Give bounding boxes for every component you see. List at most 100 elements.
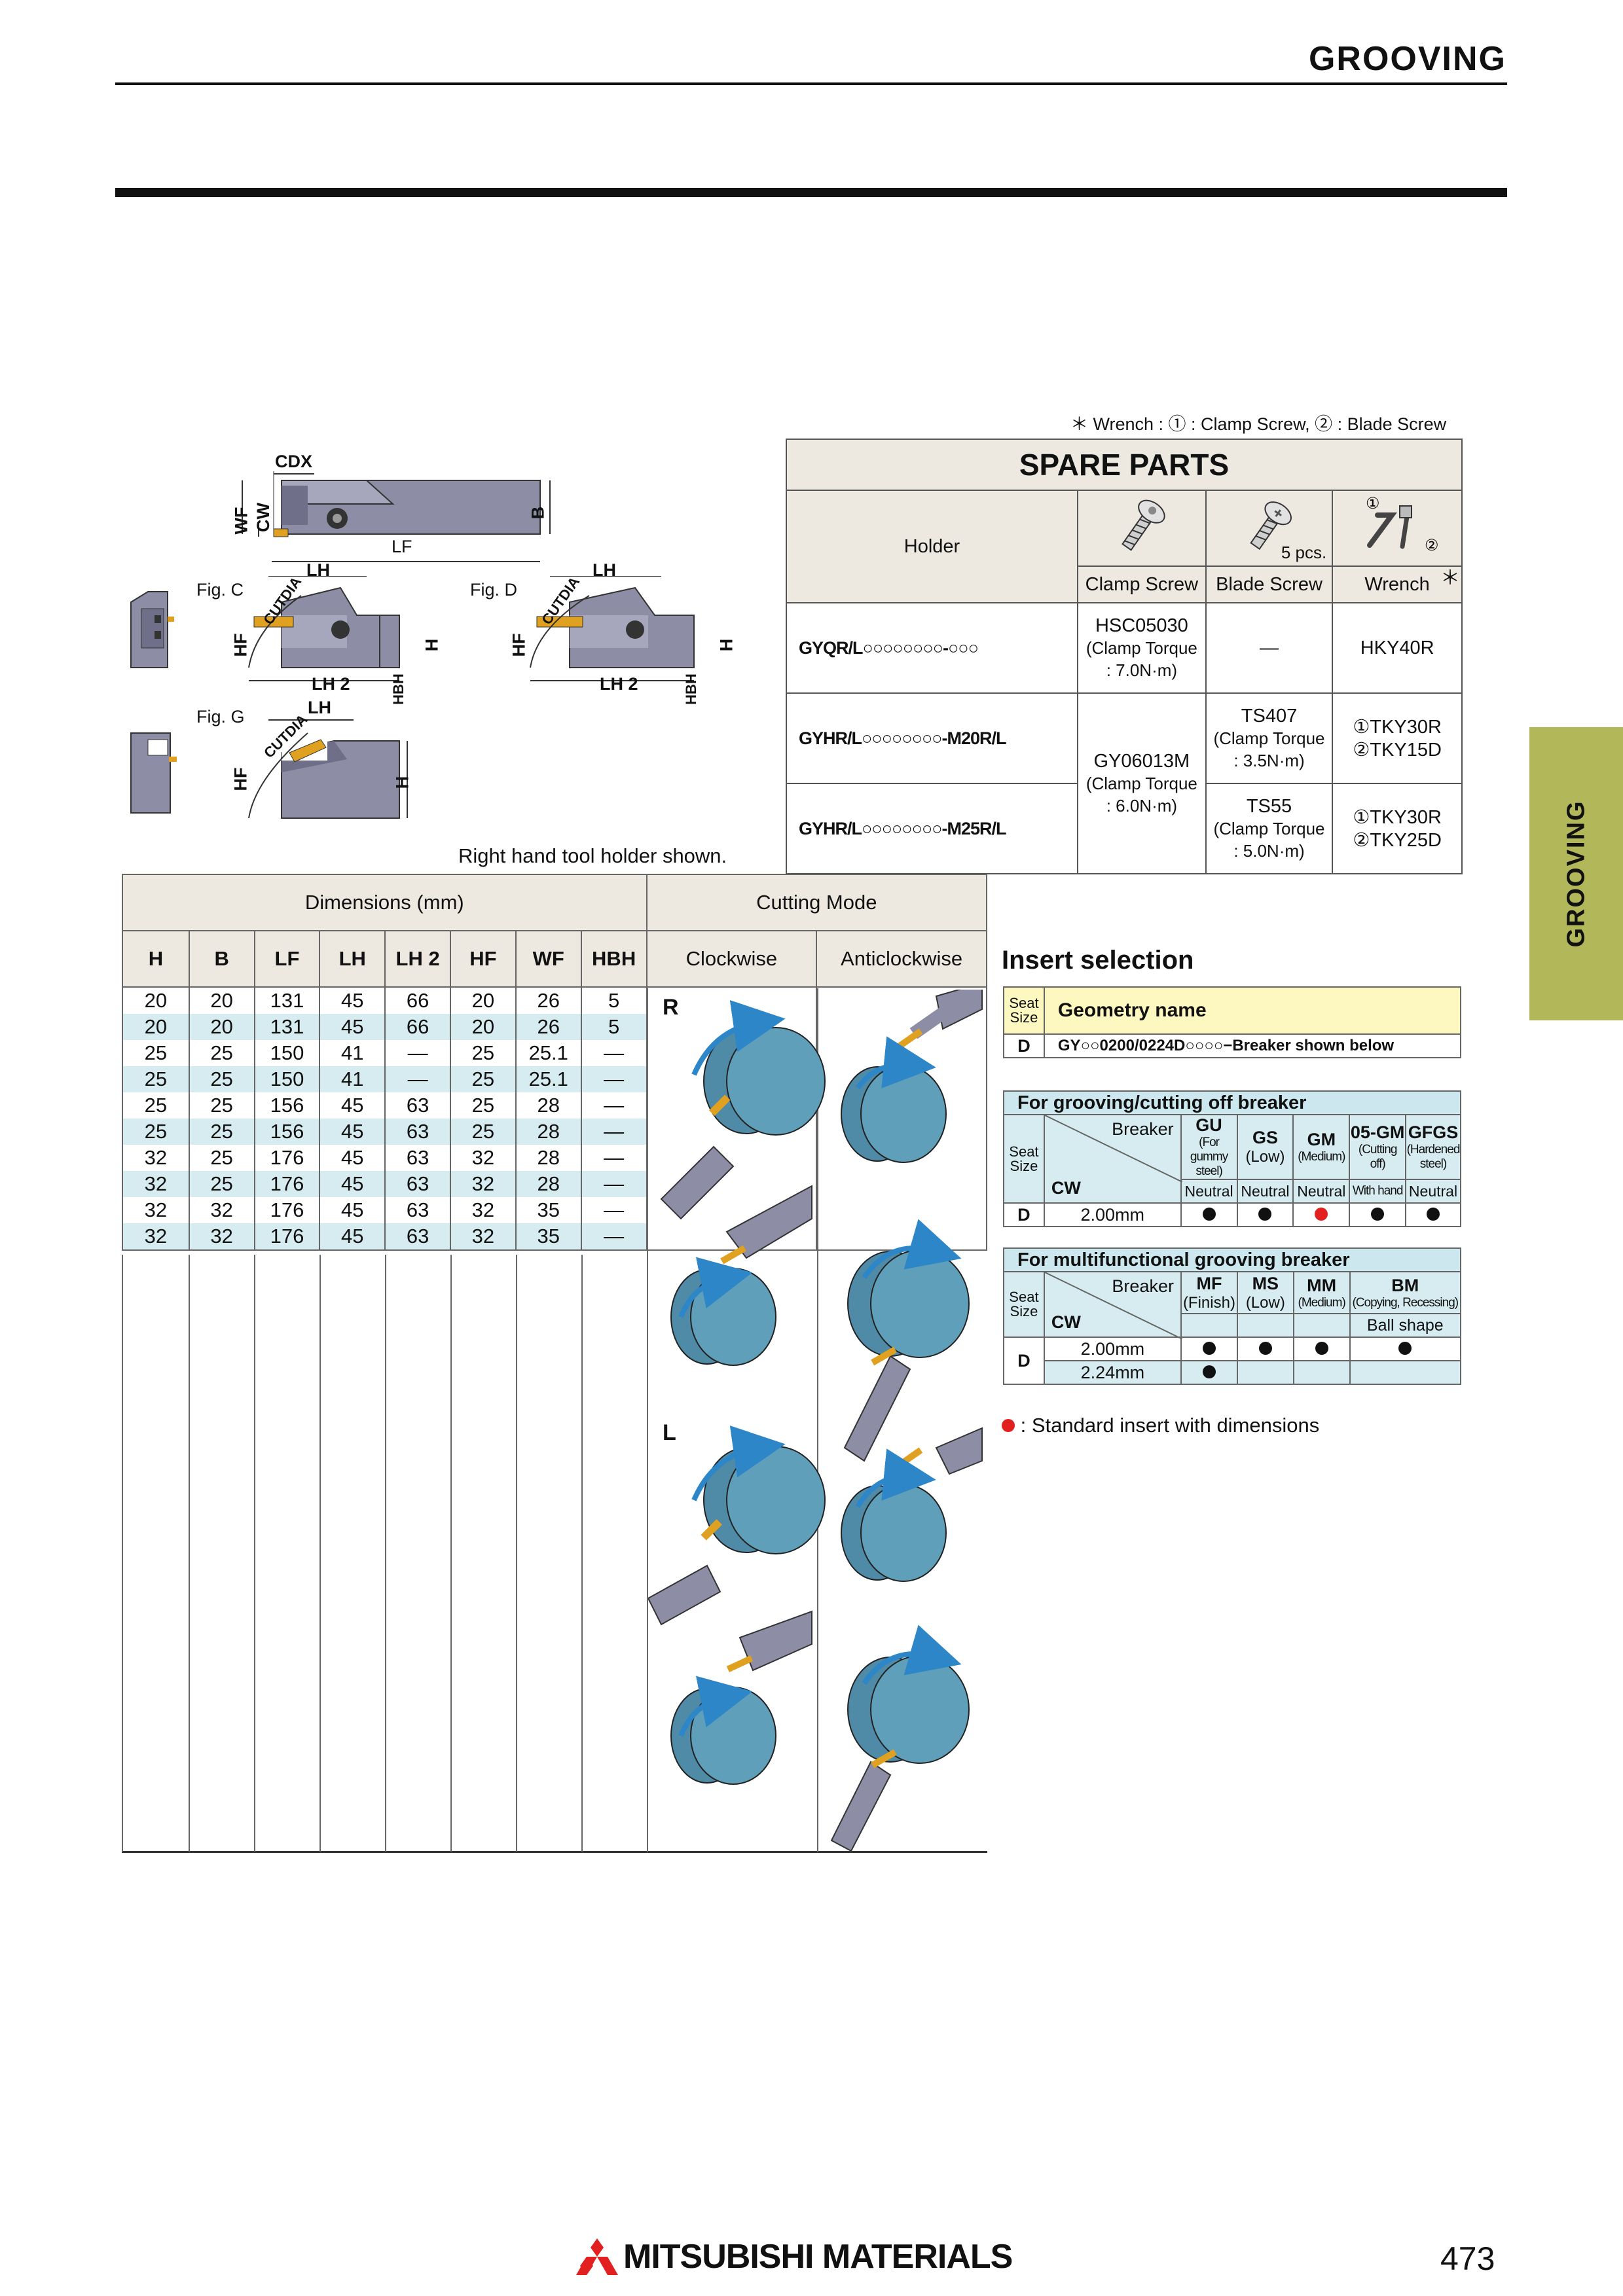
grooving-breaker-table: For grooving/cutting off breaker Seat Si… [1003, 1090, 1461, 1227]
cell-hf: 32 [450, 1171, 517, 1197]
dimensions-group-header: Dimensions (mm) [122, 874, 647, 931]
cell-wf: 26 [515, 1014, 582, 1040]
clamp-part-number: HSC05030 [1095, 615, 1188, 636]
fig-c-hbh-label: HBH [390, 673, 407, 705]
blade-screw-row-2: TS407 (Clamp Torque : 3.5N·m) [1205, 692, 1334, 784]
available-dot [1202, 1365, 1216, 1378]
cw-label: CW [1051, 1312, 1081, 1332]
wrench-note: ＊ Wrench : ① : Clamp Screw, ② : Blade Sc… [1070, 414, 1447, 434]
cell-lh: 45 [319, 1092, 386, 1119]
clamp-torque-label: (Clamp Torque [1085, 774, 1197, 793]
b-label: B [528, 506, 548, 520]
avail-mm-2-00 [1292, 1336, 1351, 1361]
avail-ms-2-00 [1236, 1336, 1294, 1361]
bm-shape: Ball shape [1349, 1313, 1462, 1338]
cell-lf: 176 [253, 1197, 321, 1223]
cell-clockwise [646, 1145, 818, 1171]
cell-lf: 131 [253, 1014, 321, 1040]
blade-part-number: TS55 [1246, 796, 1292, 817]
blade-torque-value: : 5.0N·m) [1233, 841, 1305, 861]
cell-lh2: 63 [384, 1223, 452, 1251]
fig-d-hf-label: HF [509, 633, 529, 657]
standard-insert-dot [1002, 1419, 1015, 1432]
available-dot [1258, 1207, 1272, 1221]
r-clockwise-top [660, 1000, 826, 1220]
side-tab[interactable]: GROOVING [1529, 727, 1623, 1020]
multi-breaker-title: For multifunctional grooving breaker [1003, 1247, 1461, 1272]
mode-l-label: L [663, 1420, 676, 1445]
cell-hf: 20 [450, 1014, 517, 1040]
breaker-gu: GU(For gummy steel) [1180, 1114, 1238, 1180]
breaker-name: GM [1307, 1130, 1336, 1149]
holder-code-row-2: GYHR/L○○○○○○○○-M20R/L [786, 692, 1078, 784]
holder-code-row-3: GYHR/L○○○○○○○○-M25R/L [786, 783, 1078, 874]
wrench-part-2: ②TKY25D [1353, 830, 1442, 851]
breaker-desc: (Low) [1245, 1293, 1285, 1312]
standard-insert-dot [1315, 1207, 1328, 1221]
cell-wf: 28 [515, 1145, 582, 1171]
cell-lh2: 63 [384, 1197, 452, 1223]
cell-lh: 45 [319, 1223, 386, 1251]
dimensions-table-bottom [122, 1851, 987, 1853]
lf-label: LF [392, 537, 412, 556]
clamp-torque-value: : 7.0N·m) [1106, 660, 1178, 680]
clamp-screw-row-1: HSC05030 (Clamp Torque : 7.0N·m) [1077, 602, 1207, 694]
fig-d-h-label: H [716, 638, 737, 652]
svg-text:②: ② [1425, 537, 1439, 554]
col-hbh: HBH [580, 930, 647, 988]
cell-hbh: 5 [580, 987, 647, 1014]
breaker-mf: MF(Finish) [1180, 1271, 1238, 1314]
blade-screw-row-3: TS55 (Clamp Torque : 5.0N·m) [1205, 783, 1334, 874]
cell-b: 25 [188, 1066, 255, 1092]
cell-clockwise [646, 987, 818, 1014]
col-anticlockwise: Anticlockwise [816, 930, 987, 988]
cell-lh2: — [384, 1040, 452, 1066]
cell-hbh: 5 [580, 1014, 647, 1040]
cell-hf: 25 [450, 1066, 517, 1092]
cell-b: 25 [188, 1092, 255, 1119]
wrench-header: Wrench ＊ [1332, 565, 1463, 603]
fig-d-hbh-label: HBH [682, 673, 699, 705]
breaker-desc: (Copying, Recessing) [1352, 1295, 1459, 1310]
fig-c-h-label: H [422, 638, 442, 652]
ms-shape [1236, 1313, 1294, 1338]
cell-b: 25 [188, 1119, 255, 1145]
breaker-desc: (Low) [1245, 1148, 1285, 1166]
cell-hf: 25 [450, 1040, 517, 1066]
l-clockwise-bottom [670, 1610, 812, 1785]
clamp-screw-header: Clamp Screw [1077, 565, 1207, 603]
breaker-ms: MS(Low) [1236, 1271, 1294, 1314]
table-vline [516, 1255, 517, 1852]
avail-mm-2-24 [1292, 1360, 1351, 1385]
groove-cw-value: 2.00mm [1043, 1202, 1182, 1227]
cell-lh2: 63 [384, 1119, 452, 1145]
breaker-name: GFGS [1408, 1122, 1459, 1142]
cell-hf: 25 [450, 1092, 517, 1119]
col-lh2: LH 2 [384, 930, 452, 988]
cell-wf: 28 [515, 1092, 582, 1119]
clamp-screw-icon [1121, 499, 1165, 551]
table-vline [647, 988, 648, 1852]
cell-hbh: — [580, 1223, 647, 1251]
type-05-gm: With hand [1349, 1179, 1406, 1204]
cell-lf: 150 [253, 1040, 321, 1066]
fig-g-lh-label: LH [308, 698, 331, 717]
breaker-label: Breaker [1112, 1119, 1174, 1139]
cell-b: 25 [188, 1171, 255, 1197]
breaker-desc: (Cutting off) [1358, 1143, 1398, 1171]
breaker-desc: (Finish) [1182, 1293, 1235, 1312]
table-vline [189, 1255, 190, 1852]
cell-hbh: — [580, 1119, 647, 1145]
cell-lh2: 63 [384, 1145, 452, 1171]
spare-parts-table: SPARE PARTS Holder [786, 439, 1463, 874]
fig-c-label: Fig. C [196, 580, 244, 600]
brand-name: MITSUBISHI MATERIALS [623, 2238, 1013, 2276]
breaker-desc: (For gummy steel) [1190, 1136, 1228, 1178]
avail-ms-2-24 [1236, 1360, 1294, 1385]
breaker-cw-header: Breaker CW [1043, 1114, 1182, 1204]
r-clockwise-bottom [670, 1185, 812, 1366]
cell-wf: 25.1 [515, 1066, 582, 1092]
table-vline [581, 1255, 583, 1852]
cell-hbh: — [580, 1066, 647, 1092]
